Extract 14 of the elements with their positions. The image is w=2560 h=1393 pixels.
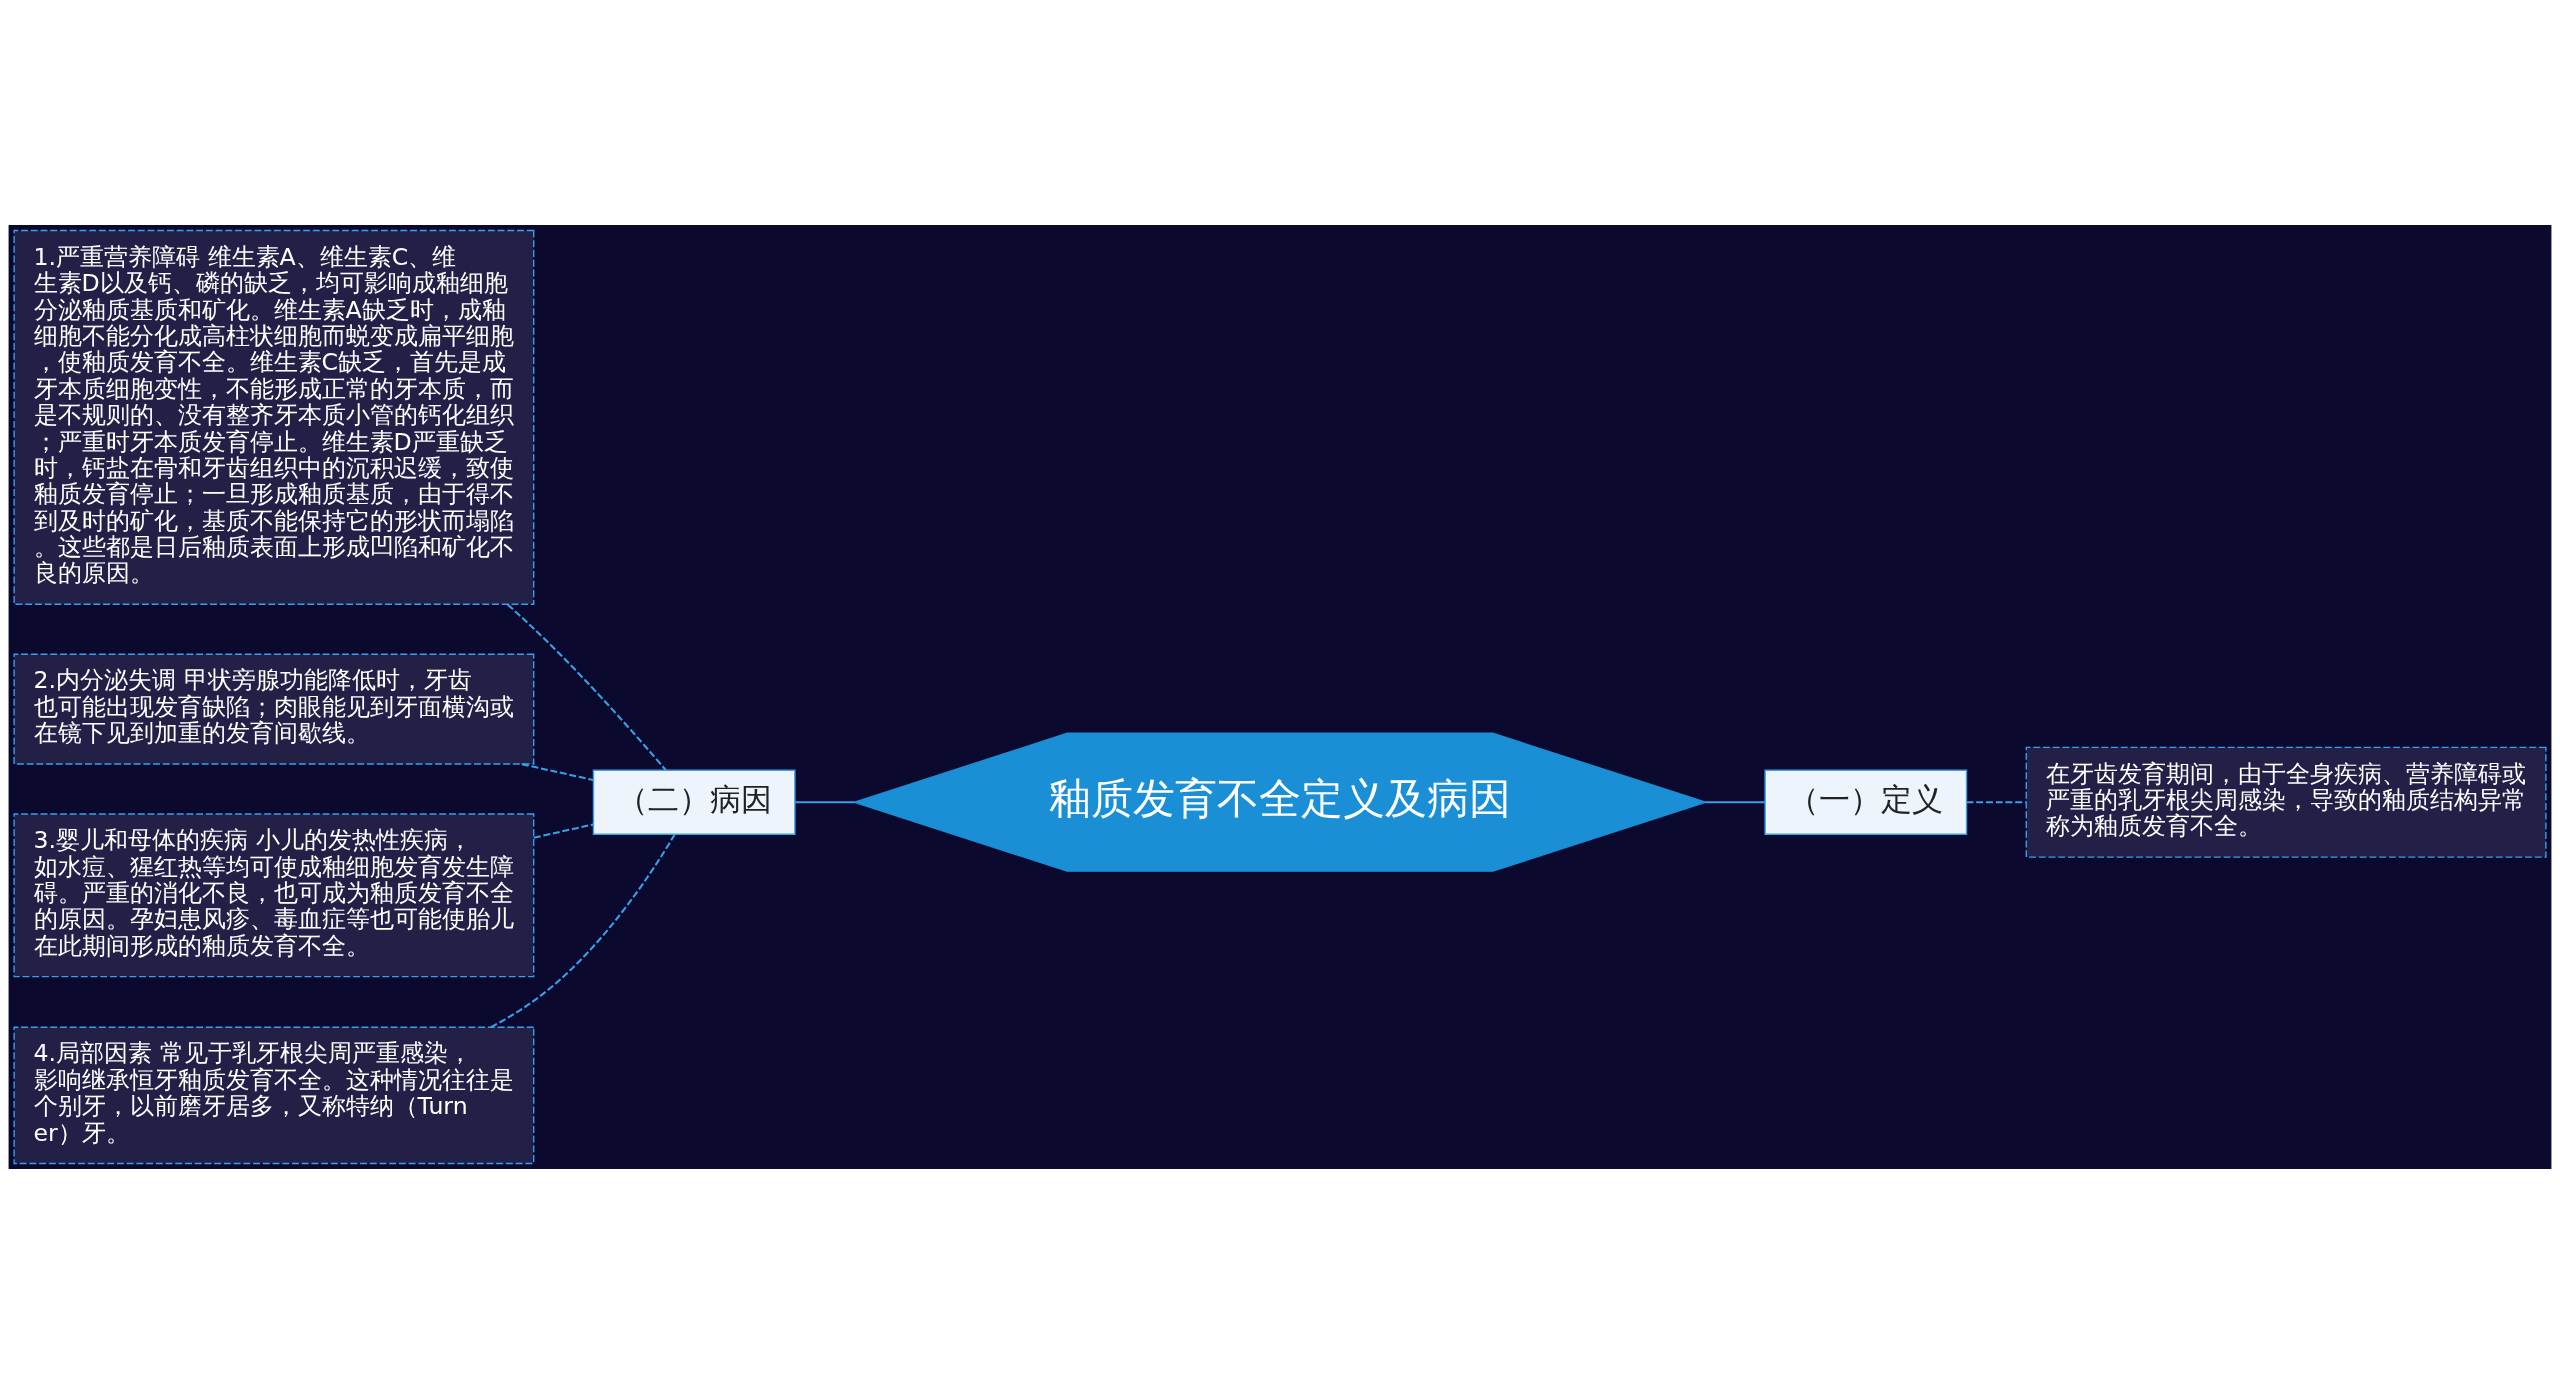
node-box: 4.局部因素 常见于乳牙根尖周严重感染，影响继承恒牙釉质发育不全。这种情况往往是个别牙，以前磨牙居多，又称特纳（Turner）牙。 [13, 1026, 535, 1164]
connector [521, 762, 594, 781]
connector [1705, 800, 1765, 803]
node-box: 在牙齿发育期间，由于全身疾病、营养障碍或严重的乳牙根尖周感染，导致的釉质结构异常称为釉质发育不全。 [2025, 746, 2547, 858]
connector [795, 800, 855, 803]
connector [507, 603, 667, 771]
connector [490, 833, 676, 1028]
node-box: 3.婴儿和母体的疾病 小儿的发热性疾病，如水痘、猩红热等均可使成釉细胞发育发生障碍。严重的消化不良，也可成为釉质发育不全的原因。孕妇患风疹、毒血症等也可能使胎儿在此期间形成的釉质发育不全。 [13, 812, 535, 977]
node-box: 1.严重营养障碍 维生素A、维生素C、维生素D以及钙、磷的缺乏，均可影响成釉细胞分泌釉质基质和矿化。维生素A缺乏时，成釉细胞不能分化成高柱状细胞而蜕变成扁平细胞，使釉质发育不全。维生素C缺乏，首先是成牙本质细胞变性，不能形成正常的牙本质，而是不规则的、没有整齐牙本质小管的钙化组织；严重时牙本质发育停止。维生素D严重缺乏时，钙盐在骨和牙齿组织中的沉积迟缓，致使釉质发育停止；一旦形成釉质基质，由于得不到及时的矿化，基质不能保持它的形状而塌陷。这些都是日后釉质表面上形成凹陷和矿化不良的原因。 [13, 229, 535, 605]
connector [533, 822, 594, 839]
node-box: （一）定义 [1764, 769, 1968, 835]
node-box: （二）病因 [592, 769, 796, 835]
connector [1966, 800, 2026, 803]
node-box: 2.内分泌失调 甲状旁腺功能降低时，牙齿也可能出现发育缺陷；肉眼能见到牙面横沟或在镜下见到加重的发育间歇线。 [13, 653, 535, 765]
